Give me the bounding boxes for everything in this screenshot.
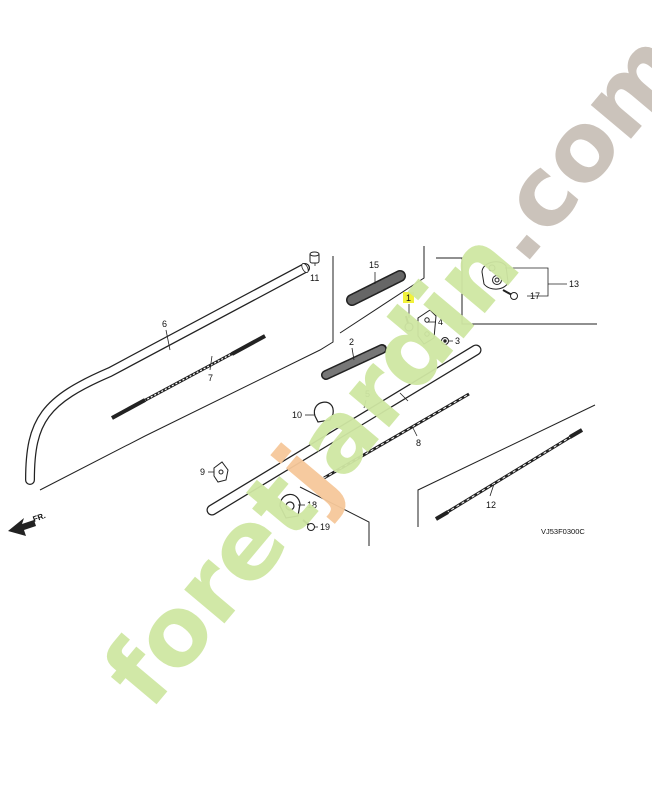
callout-15: 15 [369,260,379,270]
part-15-grip [346,270,406,306]
part-9-clip [213,461,229,483]
callout-17: 17 [530,291,540,301]
callout-8: 8 [416,438,421,448]
part-17-screw [502,289,518,300]
frame-top-right [436,257,597,325]
diagram-code: VJ53F0300C [541,527,585,536]
callout-labels: 1 2 3 4 5 6 7 8 9 10 11 12 13 15 17 18 1… [162,260,579,532]
highlight-part-1 [403,292,414,303]
watermark-logo: foretjardin.com [82,11,652,727]
callout-10: 10 [292,410,302,420]
callout-11: 11 [310,273,319,283]
part-10-clamp [313,401,334,423]
part-2-sleeve [321,344,387,380]
callout-6: 6 [162,319,167,329]
part-4-bracket [417,309,437,345]
callout-4: 4 [438,317,443,327]
callout-13: 13 [569,279,579,289]
frame-left [39,256,334,491]
frame-bottom-left [299,486,370,546]
frame-bottom-right [417,404,596,527]
part-11-cap [309,251,320,264]
part-5-shaft [206,344,482,516]
part-3-nut [441,337,449,345]
arrow-left-icon [8,518,36,536]
part-12-shaft [434,428,584,521]
callout-12: 12 [486,500,496,510]
part-13-housing [481,261,509,290]
callout-9: 9 [200,467,205,477]
callout-19: 19 [320,522,330,532]
part-8-shaft [323,392,470,480]
part-18-clamp [279,493,301,519]
callout-5: 5 [365,389,370,399]
callout-18: 18 [307,500,317,510]
part-1-bolt [404,315,414,332]
part-6-tube [25,263,310,485]
part-7-cable [111,334,266,420]
section-frames [39,246,597,546]
callout-3: 3 [455,336,460,346]
frame-center [339,246,425,334]
callout-7: 7 [208,373,213,383]
direction-label: FR. [32,511,47,524]
front-direction-indicator: FR. [8,511,47,536]
watermark-part-foret: foret [82,451,339,727]
callout-1: 1 [406,293,411,303]
leader-lines [165,263,567,528]
callout-2: 2 [349,337,354,347]
watermark-text: foretjardin.com [82,11,652,727]
